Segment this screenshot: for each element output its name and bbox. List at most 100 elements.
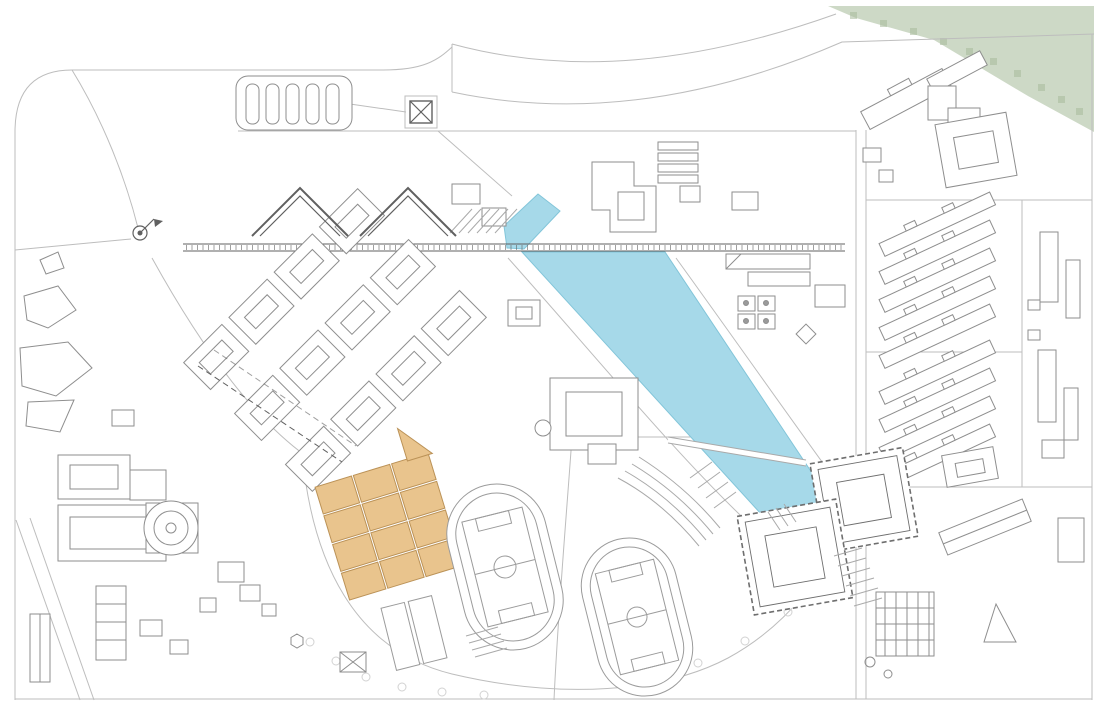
- dormitory-slab: [878, 395, 997, 462]
- courtyard-building: [420, 289, 488, 357]
- cascade-hatch: [458, 208, 482, 234]
- dorm-stub: [941, 350, 956, 362]
- road-path: [71, 69, 139, 229]
- long-slab: [938, 498, 1032, 556]
- ramp-hatch: [853, 597, 883, 607]
- cross-roof-line: [339, 651, 367, 673]
- tree-icon: [305, 637, 315, 647]
- courtyard-inner: [385, 254, 421, 290]
- courtyard-outer: [233, 374, 301, 442]
- courtyard-outer: [375, 335, 442, 402]
- road-path: [382, 46, 453, 71]
- cascade-hatch: [476, 208, 500, 234]
- vegetation-dot: [880, 20, 887, 27]
- courtyard-outer: [284, 425, 352, 493]
- cascade-hatch: [467, 208, 491, 234]
- field-centerline: [474, 559, 536, 575]
- small-building: [814, 284, 846, 308]
- dorm-stub: [941, 378, 956, 390]
- small-building: [111, 409, 135, 427]
- crossing-edge: [667, 442, 807, 467]
- road-path: [451, 13, 837, 63]
- bar-building: [725, 253, 811, 270]
- vegetation-polygon: [828, 6, 1094, 132]
- track-lane: [455, 492, 555, 642]
- dormitory-slab: [878, 423, 997, 490]
- slab-building: [95, 585, 127, 661]
- courtyard-building: [318, 187, 386, 255]
- courtyard-inner: [243, 294, 280, 330]
- gym-inner: [764, 526, 826, 588]
- small-building: [169, 639, 189, 655]
- courtyard-building: [375, 335, 442, 402]
- hexagon-kiosk: [290, 633, 304, 649]
- round-plaza: [143, 500, 199, 556]
- courtyard-inner: [198, 339, 234, 375]
- dormitory-slab: [878, 275, 997, 342]
- dashed-axis: [197, 365, 343, 463]
- court-building-body: [941, 446, 999, 488]
- dorm-stub: [903, 367, 918, 380]
- lecture-building-wing: [587, 443, 617, 465]
- dorm-body: [878, 367, 997, 434]
- courtyard-building: [324, 284, 391, 351]
- crossing-edges: [667, 436, 807, 467]
- goal-box: [497, 602, 536, 625]
- dorm-stub: [941, 202, 956, 214]
- courtyard-outer: [273, 233, 340, 300]
- hotel-slab-stub: [886, 77, 913, 97]
- courtyard-outer: [279, 329, 346, 396]
- courtyard-building: [330, 380, 397, 447]
- courtyard-inner: [334, 203, 370, 239]
- dorm-body: [878, 339, 997, 406]
- courtyard-outer: [228, 278, 295, 345]
- diamond-pavilion: [795, 323, 817, 345]
- vegetation-dot: [990, 58, 997, 65]
- dorm-stub: [903, 395, 918, 408]
- tree-icon: [740, 636, 750, 646]
- courtyard-inner: [436, 305, 472, 341]
- l-building-courtyard: [617, 191, 645, 221]
- parking-row: [657, 152, 699, 162]
- vegetation-dot: [1014, 70, 1021, 77]
- dormitory-slab: [878, 339, 997, 406]
- pedestrian-spine: [183, 243, 845, 252]
- terrace-arc: [617, 477, 700, 547]
- gym-outer-dashed: [736, 498, 854, 616]
- canal-crossing: [667, 436, 807, 467]
- courtyard-outer: [324, 284, 391, 351]
- crossing-edge: [667, 436, 807, 461]
- highlight-cell: [361, 492, 408, 532]
- small-building: [199, 597, 217, 613]
- small-building: [239, 584, 261, 602]
- courtyard-inner: [952, 130, 1000, 170]
- highlight-cell: [323, 504, 370, 544]
- parking-row: [657, 174, 699, 184]
- dorm-stub: [941, 434, 956, 446]
- bank-hatch: [705, 481, 729, 499]
- courtyard-inner: [300, 441, 336, 477]
- road-path: [15, 519, 81, 701]
- chevron-building: [251, 186, 349, 237]
- goal-box: [608, 562, 644, 583]
- road-path: [437, 130, 513, 197]
- dorm-body: [878, 303, 997, 370]
- ramp-hatch: [841, 567, 871, 577]
- bank-hatch: [697, 471, 721, 489]
- terrain-parcel: [25, 399, 75, 433]
- dormitory-slab: [878, 367, 997, 434]
- road-path: [553, 436, 573, 701]
- courtyard-inner: [249, 390, 285, 426]
- courtyard-inner: [289, 248, 325, 285]
- dorm-stub: [903, 303, 918, 316]
- courtyard-inner: [294, 344, 331, 381]
- dorm-stub: [941, 286, 956, 298]
- small-building: [1057, 517, 1085, 563]
- courtyard-inner: [339, 299, 376, 336]
- small-building: [139, 619, 163, 637]
- road-path: [349, 103, 407, 113]
- sports-facilities: [380, 483, 694, 697]
- vegetation-dot: [910, 28, 917, 35]
- round-plaza-inner: [153, 510, 189, 546]
- field-center-circle: [626, 606, 648, 628]
